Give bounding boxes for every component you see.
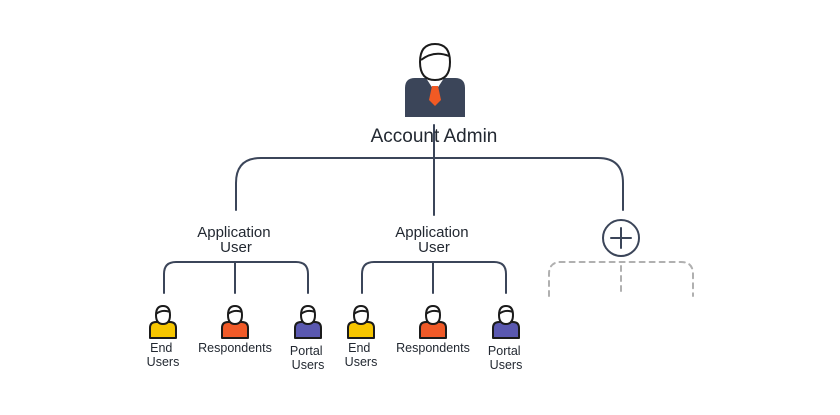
group-1-title-line1: Application xyxy=(197,224,270,241)
end-users-person-icon xyxy=(347,305,375,339)
admin-head xyxy=(419,43,451,81)
group-1-end-users-label-line1: End xyxy=(150,341,172,355)
group-1-portal-users-label: Portal Users xyxy=(290,344,326,372)
group-1-title-line2: User xyxy=(220,239,252,256)
group-1-end-users-label: End Users xyxy=(147,341,180,369)
connector-root-branch xyxy=(235,157,624,211)
group-1-title: Application User xyxy=(197,224,275,256)
group-1-portal-users-hair xyxy=(300,309,316,315)
group-1-portal-users-head xyxy=(300,305,316,325)
application-user-group-1: Application User End Users Respondents P… xyxy=(147,224,326,372)
group-1-respondents-hair xyxy=(227,309,243,315)
group-1-end-users-body xyxy=(149,321,177,339)
group-1-end-users-head xyxy=(155,305,171,325)
group-2-respondents-body xyxy=(419,321,447,339)
group-2-respondents-head xyxy=(425,305,441,325)
group-2-respondents-label: Respondents xyxy=(396,341,470,355)
group-2-portal-users-head xyxy=(498,305,514,325)
add-circle-icon[interactable] xyxy=(602,219,640,257)
group-2-end-users-head xyxy=(353,305,369,325)
respondents-person-icon xyxy=(221,305,249,339)
group-2-title-line1: Application xyxy=(395,224,468,241)
admin-tie xyxy=(429,86,441,106)
admin-person-icon xyxy=(405,43,465,117)
group-1-end-users-label-line2: Users xyxy=(147,355,180,369)
group-2-end-users-label: End Users xyxy=(345,341,378,369)
group-2-end-users-hair xyxy=(353,309,369,315)
respondents-person-icon xyxy=(419,305,447,339)
root-connectors xyxy=(235,124,624,216)
group-1-portal-users-label-line2: Users xyxy=(292,358,325,372)
group-1-respondents-label: Respondents xyxy=(198,341,272,355)
placeholder-connectors xyxy=(548,261,694,297)
group-2-portal-users-label-line1: Portal xyxy=(488,344,521,358)
placeholder-branch xyxy=(548,261,694,297)
end-users-person-icon xyxy=(149,305,177,339)
group-2-title-line2: User xyxy=(418,239,450,256)
portal-users-person-icon xyxy=(492,305,520,339)
application-user-group-2: Application User End Users Respondents P… xyxy=(345,224,524,372)
group-2-respondents-hair xyxy=(425,309,441,315)
group-2-portal-users-body xyxy=(492,321,520,339)
admin-hair xyxy=(420,52,450,61)
group-1-portal-users-body xyxy=(294,321,322,339)
group-2-portal-users-hair xyxy=(498,309,514,315)
group-2-end-users-label-line1: End xyxy=(348,341,370,355)
group-1-respondents-body xyxy=(221,321,249,339)
add-group-node[interactable] xyxy=(548,219,694,297)
group-1-respondents-head xyxy=(227,305,243,325)
group-2-title: Application User xyxy=(395,224,473,256)
group-2-end-users-body xyxy=(347,321,375,339)
add-plus-sign xyxy=(610,227,632,249)
group-1-end-users-hair xyxy=(155,309,171,315)
group-2-connector-branch xyxy=(361,261,507,294)
admin-collar xyxy=(426,78,444,92)
group-2-end-users-label-line2: Users xyxy=(345,355,378,369)
group-2-portal-users-label: Portal Users xyxy=(488,344,524,372)
portal-users-person-icon xyxy=(294,305,322,339)
admin-label: Account Admin xyxy=(371,126,498,147)
group-1-portal-users-label-line1: Portal xyxy=(290,344,323,358)
admin-node: Account Admin xyxy=(371,43,498,147)
group-2-portal-users-label-line2: Users xyxy=(490,358,523,372)
group-1-connector-branch xyxy=(163,261,309,294)
